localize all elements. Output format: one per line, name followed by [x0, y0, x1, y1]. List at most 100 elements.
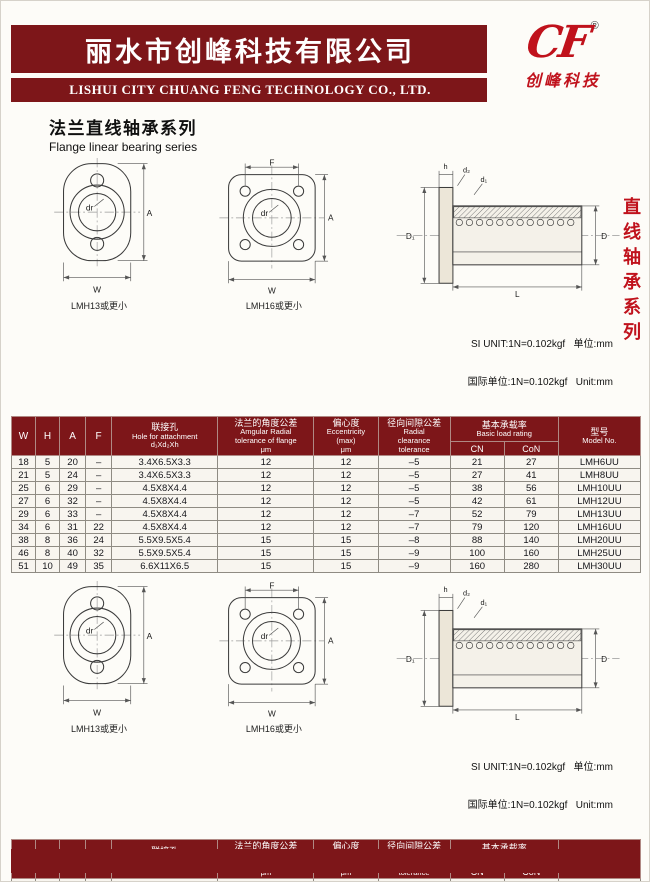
- dimension-arrow: [228, 700, 234, 705]
- table-cell: 27: [449, 468, 505, 483]
- outer-ring-circle: [242, 612, 301, 671]
- unit-note-si: SI UNIT:1N=0.102kgf 单位:mm: [471, 762, 613, 774]
- table-cell: 3.4X6.5X3.3: [111, 468, 219, 483]
- table-cell: 52: [449, 507, 505, 522]
- drawings-row-1: dr W A LMH13或更小: [43, 158, 623, 312]
- table-cell: LMH6UU: [557, 455, 642, 470]
- dimension-arrow: [244, 165, 251, 170]
- footer-banner: [11, 849, 639, 873]
- side-section-svg: h d₂ d₁ D D₁: [396, 585, 620, 721]
- table-cell: –7: [377, 520, 451, 535]
- bolt-hole: [90, 660, 105, 675]
- col-load-rating: 基本承载率 Basic load rating: [449, 415, 559, 443]
- table-cell: 29: [10, 507, 37, 522]
- header-line: Eccentricity: [326, 427, 366, 437]
- cf-logo: CF: [523, 17, 592, 68]
- dim-label-dr: dr: [261, 209, 269, 218]
- ball-circle: [455, 218, 463, 227]
- ball-circle: [455, 642, 463, 650]
- table-cell: 6: [35, 520, 61, 535]
- leader-line: [268, 204, 279, 213]
- col-model: 型号 Model No.: [557, 415, 642, 457]
- flange-outline: [227, 174, 316, 262]
- ball-circle: [506, 642, 514, 650]
- header-line: 偏心度: [332, 841, 360, 852]
- dim-label-f: F: [269, 582, 274, 591]
- table-cell: LMH30UU: [557, 559, 642, 574]
- drawings-row-2: dr W A LMH13或更小: [43, 581, 623, 735]
- ball-circle: [546, 218, 554, 227]
- table-cell: 5: [35, 455, 61, 470]
- dimension-arrow: [422, 700, 427, 707]
- col-hole: 联接孔 Hole for attachment d₁Xd₂Xh: [111, 415, 219, 457]
- drawing-caption: LMH13或更小: [70, 724, 127, 735]
- table-cell: –5: [377, 494, 451, 509]
- table-cell: 5: [35, 468, 61, 483]
- table-cell: LMH13UU: [557, 507, 642, 522]
- dim-label-w: W: [268, 286, 276, 295]
- leader-line: [94, 622, 104, 631]
- ball-circle: [566, 642, 575, 650]
- table-cell: 24: [85, 533, 113, 548]
- header-line: (max): [336, 435, 356, 445]
- table-cell: 15: [217, 533, 315, 548]
- col-cn: CN: [449, 441, 505, 457]
- table-cell: 79: [503, 507, 559, 522]
- table-cell: 12: [217, 494, 315, 509]
- header-line: d₁Xd₂Xh: [150, 440, 179, 450]
- header-line: 法兰的角度公差: [234, 418, 298, 428]
- dimension-arrow: [63, 275, 70, 280]
- dimension-arrow: [593, 629, 598, 635]
- dimension-arrow: [125, 698, 131, 703]
- dimension-arrow: [125, 275, 131, 280]
- dimension-arrow: [576, 708, 582, 713]
- ball-circle: [506, 218, 514, 227]
- dim-label-d1: d₁: [480, 598, 487, 607]
- page-title-cn: 法兰直线轴承系列: [49, 119, 197, 138]
- drawing-flange-two-hole: dr W A LMH13或更小: [43, 581, 155, 735]
- bore-circle: [77, 616, 117, 655]
- table-cell: LMH20UU: [557, 533, 642, 548]
- table-cell: 49: [59, 559, 87, 574]
- table-cell: LMH10UU: [557, 481, 642, 496]
- col-f: F: [85, 415, 113, 457]
- company-logo: CF® 创峰科技: [487, 17, 639, 109]
- bolt-hole: [292, 185, 304, 197]
- dimension-arrow: [292, 588, 299, 593]
- flange-outline: [63, 163, 132, 262]
- outer-ring-circle: [69, 184, 125, 240]
- table-cell: 27: [503, 455, 559, 470]
- leader-line: [473, 606, 483, 619]
- table-cell: 21: [449, 455, 505, 470]
- header-line: Model No.: [582, 435, 617, 445]
- ball-circle: [556, 642, 564, 650]
- table-body: 18520–3.4X6.5X3.31515–53354LMH6LUU21524–…: [10, 878, 642, 881]
- flange-outline: [227, 597, 316, 685]
- spec-table-1: W H A F 联接孔 Hole for attachment d₁Xd₂Xh …: [10, 415, 642, 574]
- table-cell: 22: [85, 520, 113, 535]
- table-cell: 160: [503, 546, 559, 561]
- dimension-arrow: [422, 187, 427, 194]
- dim-label-D: D: [601, 655, 607, 664]
- table-cell: 51: [10, 559, 37, 574]
- table-cell: 61: [503, 494, 559, 509]
- drawing-caption: LMH13或更小: [70, 301, 127, 311]
- col-radial-clearance: 径向间隙公差 Radial clearance tolerance: [377, 415, 451, 457]
- header-line: tolerance: [398, 444, 430, 454]
- ball-circle: [536, 218, 544, 227]
- table-cell: 12: [217, 481, 315, 496]
- leader-line: [94, 198, 104, 207]
- table-cell: 21: [10, 468, 37, 483]
- flange-four-hole-svg: dr F A W: [219, 582, 334, 719]
- table-cell: –: [85, 481, 113, 496]
- table-cell: 6: [35, 494, 61, 509]
- dim-label-a: A: [147, 208, 153, 218]
- header-line: 偏心度: [332, 418, 360, 428]
- table-cell: –9: [377, 546, 451, 561]
